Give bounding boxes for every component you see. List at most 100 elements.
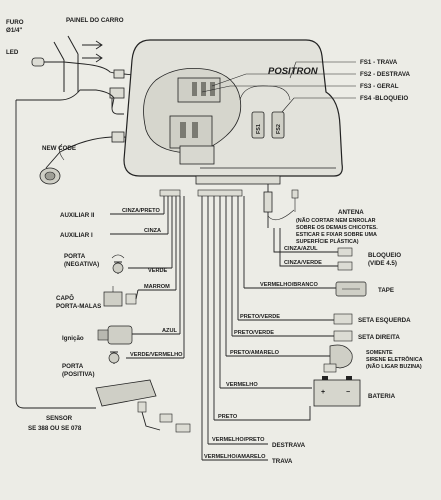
panel-edge	[53, 41, 65, 61]
right-harness	[201, 196, 338, 461]
door-switch-negative	[111, 254, 125, 274]
left-harness	[15, 89, 185, 409]
battery-plus-icon: +	[321, 389, 325, 396]
wire-label: AZUL	[162, 328, 177, 334]
device-label: PORTA	[62, 363, 84, 370]
door-switch-icon	[112, 262, 124, 274]
battery-minus-icon: −	[346, 389, 350, 396]
wire-label: VERDE/VERMELHO	[130, 352, 183, 358]
fuse-label-fs4: FS4 -BLOQUEIO	[360, 95, 408, 102]
fuse-leader	[281, 97, 356, 113]
relay-connector-icon	[337, 261, 353, 271]
wire-label: VERMELHO	[226, 382, 258, 388]
ignition-switch	[97, 325, 133, 345]
switch-connector-icon	[125, 293, 137, 305]
wire-label: PRETO/VERDE	[240, 314, 280, 320]
battery-terminal	[322, 376, 328, 380]
led-label: LED	[6, 49, 19, 56]
new-code-connector-icon	[111, 131, 125, 143]
fuse-block-bottom	[169, 115, 213, 149]
device-label: SIRENE ELETRÔNICA	[366, 355, 423, 363]
fuse-icon	[210, 82, 215, 96]
wire-label: PRETO/VERDE	[234, 330, 274, 336]
sensor-connector-icon	[175, 423, 191, 433]
antenna-title: ANTENA	[338, 209, 364, 216]
switch-spring-icon	[111, 254, 125, 259]
device-label: AUXILIAR II	[60, 212, 95, 219]
battery: + −	[313, 376, 361, 407]
antenna-note: SOBRE OS DEMAIS CHICOTES.	[296, 225, 378, 231]
wire-label: PRETO	[218, 414, 238, 420]
panel-edge	[67, 35, 79, 55]
antenna	[263, 184, 299, 228]
led-return-wire	[16, 89, 115, 109]
turn-signal-icon	[333, 330, 353, 342]
wire-label: VERDE	[148, 268, 168, 274]
hood-switch	[103, 286, 139, 307]
antenna-tip-icon	[291, 189, 299, 199]
door-switch-positive	[108, 351, 120, 364]
wire-label: MARROM	[144, 284, 170, 290]
relay-connector-icon	[337, 247, 353, 257]
harness-plug-icon	[195, 175, 281, 185]
fuse-label-fs2: FS2 - DESTRAVA	[360, 71, 410, 78]
antenna-filter-icon	[263, 191, 273, 213]
fuse-leader	[201, 85, 356, 93]
sensor-icon	[95, 379, 157, 407]
turn-signal-left	[333, 313, 353, 325]
antenna-note: (NÃO CORTAR NEM ENROLAR	[296, 217, 376, 224]
fuse-leader	[289, 61, 356, 79]
painel-label: PAINEL DO CARRO	[66, 17, 124, 24]
wire-label: VERMELHO/PRETO	[212, 437, 265, 443]
fuse-callouts	[201, 61, 356, 113]
device-label: TAPE	[378, 287, 394, 294]
battery-terminal	[346, 376, 352, 380]
device-label: PORTA-MALAS	[56, 303, 101, 310]
antenna-leader	[267, 209, 295, 221]
led-connector-icon	[113, 69, 125, 79]
turn-signal-right	[333, 330, 353, 342]
module-brand: POSITRON	[268, 66, 319, 77]
wire-label: VERMELHO/AMARELO	[204, 454, 266, 460]
wire-label: VERMELHO/BRANCO	[260, 282, 318, 288]
fuse-label-fs3: FS3 - GERAL	[360, 83, 399, 90]
wire	[273, 228, 338, 253]
sensor-unit	[95, 379, 191, 433]
harness-plug-icon	[159, 189, 181, 197]
new-code-arc	[59, 143, 65, 161]
door-switch-icon	[108, 352, 120, 364]
siren-icon	[329, 344, 353, 369]
ignition-icon	[107, 325, 133, 345]
new-code-button	[39, 87, 151, 185]
device-label: DESTRAVA	[272, 442, 306, 449]
wire-label: CINZA/AZUL	[284, 246, 318, 252]
arrow-icon	[82, 40, 103, 50]
wire-label: CINZA/PRETO	[122, 208, 160, 214]
fuse-tag: FS1	[256, 124, 262, 134]
battery-icon	[313, 379, 361, 407]
key-icon	[97, 329, 109, 341]
device-label: CAPÔ	[56, 294, 74, 302]
wire-label: CINZA	[144, 228, 161, 234]
siren	[323, 344, 353, 373]
wire	[214, 406, 311, 421]
sensor-model: SE 388 OU SE 078	[28, 425, 82, 432]
siren-connector-icon	[323, 363, 337, 373]
device-label: SETA DIREITA	[358, 334, 400, 341]
sensor-wire	[141, 411, 161, 431]
fuse-leader	[211, 73, 356, 87]
antenna-note: ESTICAR E FIXAR SOBRE UMA	[296, 232, 377, 238]
device-label: TRAVA	[272, 458, 293, 465]
led-icon	[31, 57, 45, 67]
new-code-connector-icon	[109, 87, 125, 99]
harness-plug-icon	[197, 189, 243, 197]
harness-connector-icon	[179, 145, 215, 165]
fuse-icon	[192, 82, 197, 96]
device-label: BLOQUEIO	[368, 252, 401, 259]
new-code-cable	[45, 136, 113, 169]
new-code-label: NEW CODE	[42, 145, 76, 152]
sensor-connector-icon	[137, 401, 147, 413]
wire-label: PRETO/AMARELO	[230, 350, 280, 356]
furo-size: Ø1/4"	[6, 27, 22, 34]
device-label: AUXILIAR I	[60, 232, 93, 239]
